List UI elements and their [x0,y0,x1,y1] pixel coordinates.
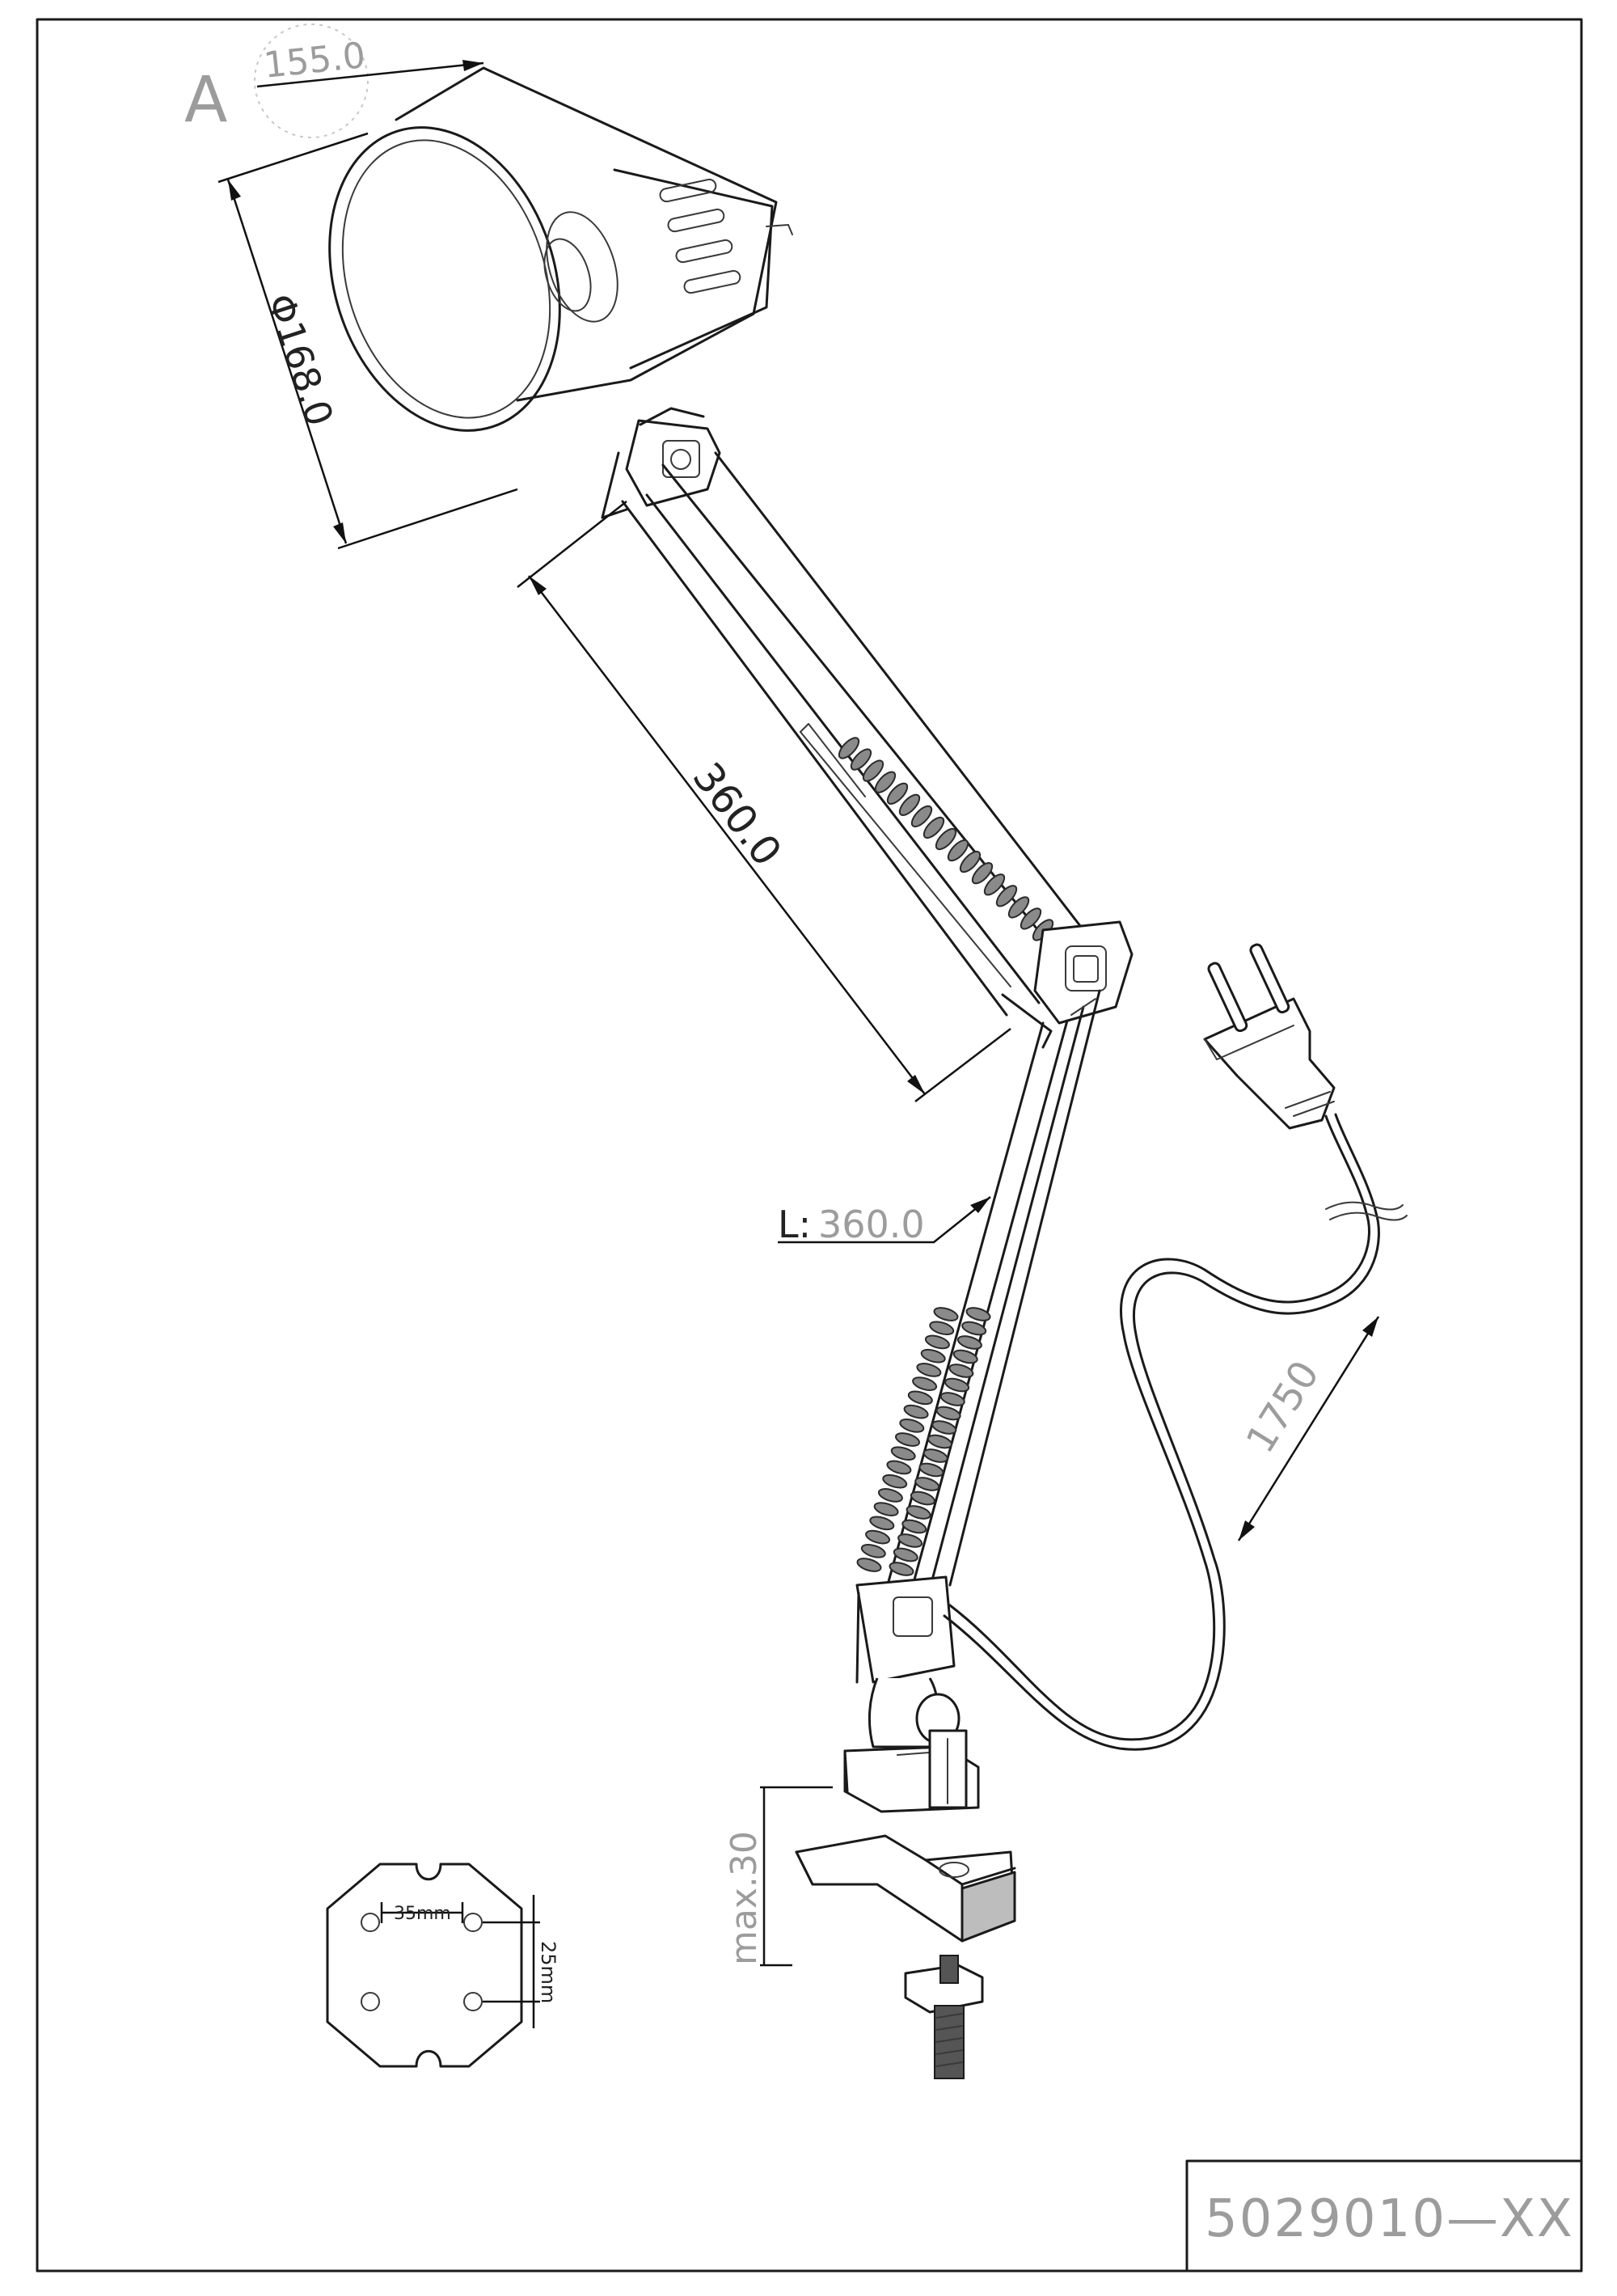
spring-coil [886,1460,912,1475]
mounting-hole-3 [361,1992,380,2011]
spring-coil [862,759,884,782]
cable-length-value: 1750 [1238,1353,1328,1461]
shade-depth-dimension: 155.0 [254,23,484,138]
power-cable [943,1113,1408,1751]
hole-spacing-width: 35mm [394,1904,451,1924]
spring-coil [916,1363,942,1377]
spring-coil [956,1335,982,1350]
clamp-max-dimension: max.30 [724,1786,833,1967]
spring-coil [922,816,945,839]
spring-coil [914,1477,940,1491]
spring-coil [856,1558,882,1572]
lower-arm-prefix: L: [778,1203,811,1246]
spring-coil [922,1448,948,1463]
spring-coil [886,782,909,805]
spring-coil [901,1519,927,1534]
spring-coil [947,839,969,862]
upper-arm-value: 360.0 [683,754,790,874]
spring-coil [907,1390,933,1406]
spring-coil [933,1307,959,1321]
shade-depth-value: 155.0 [262,35,368,87]
spring-coil [865,1529,891,1545]
spring-coil [959,850,982,873]
mounting-hole-4 [463,1992,483,2011]
spring-coil [873,1502,899,1516]
spring-coil [899,1418,925,1433]
spring-coil [910,805,933,828]
spring-coil [860,1543,886,1558]
mounting-hole-1 [361,1913,380,1932]
lower-arm-dimension: L: 360.0 [778,1196,991,1246]
base-joint [843,1575,980,1813]
spring-coil [952,1349,978,1364]
shade-diameter-value: Φ168.0 [259,289,342,431]
hole-spacing-height: 25mm [537,1941,559,2003]
spring-coil [971,862,994,885]
lower-arm-value: 360.0 [818,1203,925,1246]
spring-coil [1007,896,1030,919]
upper-spring [838,737,1054,941]
spring-coil [931,1420,957,1435]
spring-coil [850,748,872,771]
spring-coil [918,1462,944,1478]
spring-coil [1020,907,1042,930]
elbow-joint [1001,920,1134,1049]
spring-coil [877,1488,903,1503]
lower-spring-left [856,1307,959,1572]
spring-coil [939,1392,965,1406]
spring-coil [897,1533,923,1548]
mounting-plate-detail: 35mm 25mm [326,1863,559,2068]
lower-spring-right [889,1307,991,1576]
spring-coil [944,1377,970,1393]
power-plug [1203,943,1336,1130]
spring-coil [906,1505,931,1520]
spring-coil [910,1490,935,1506]
spring-coil [838,737,860,759]
upper-arm [621,451,1085,1017]
shade-vents [659,178,741,294]
spring-coil [948,1364,974,1378]
spring-coil [965,1307,991,1321]
drawing-frame [36,18,1583,2273]
spring-coil [874,771,897,793]
spring-coil [935,827,957,851]
title-block: 5029010—XX [1185,2159,1583,2273]
spring-coil [898,793,921,816]
spring-coil [924,1334,950,1350]
spring-coil [903,1404,929,1419]
spring-coil [961,1321,987,1336]
shade-joint [601,407,721,519]
clamp-max-value: max.30 [724,1831,765,1965]
clamp-jaw [795,1834,1016,1943]
lamp-shade [328,66,793,432]
model-number: 5029010—XX [1205,2189,1574,2249]
spring-coil [912,1376,938,1391]
spring-coil [890,1446,916,1461]
spring-coil [927,1434,952,1449]
mounting-hole-2 [463,1913,483,1932]
spring-coil [895,1432,920,1447]
spring-coil [882,1474,908,1489]
spring-coil [889,1562,914,1576]
clamp-screw [904,1955,984,2079]
spring-coil [869,1516,895,1531]
view-label: A [184,64,227,137]
cable-length-dimension: 1750 [1238,1316,1380,1541]
spring-coil [893,1547,918,1562]
spring-coil [995,885,1018,907]
spring-coil [929,1321,955,1336]
spring-coil [920,1348,946,1364]
spring-coil [983,873,1006,896]
spring-coil [935,1406,961,1421]
